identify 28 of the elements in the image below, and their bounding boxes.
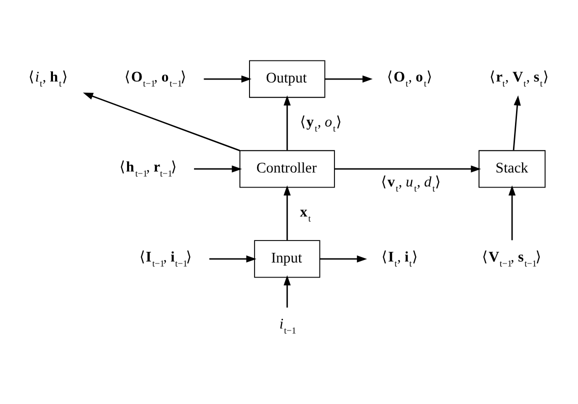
node-box: Stack: [478, 150, 546, 188]
node-box: Output: [249, 60, 326, 98]
arrow: [284, 184, 291, 240]
edge-label: ⟨v$_{t}$, u$_{t}$, d$_{t}$⟩: [381, 174, 442, 193]
arrow: [284, 94, 291, 150]
arrow: [324, 75, 373, 82]
node-text: ⟨V$_{t−1}$, s$_{t−1}$⟩: [482, 249, 542, 268]
node-text: ⟨i$_{t}$, h$_{t}$⟩: [28, 69, 68, 88]
arrow: [334, 164, 481, 172]
arrow: [194, 164, 242, 172]
node-text: ⟨h$_{t−1}$, r$_{t−1}$⟩: [120, 159, 178, 178]
arrow: [508, 184, 516, 240]
arrow: [284, 274, 291, 308]
node-text: ⟨O$_{t−1}$, o$_{t−1}$⟩: [124, 69, 187, 88]
node-text: ⟨I$_{t−1}$, i$_{t−1}$⟩: [139, 249, 192, 268]
arrow: [82, 92, 240, 151]
node-text: ⟨I$_{t}$, i$_{t}$⟩: [382, 249, 418, 268]
arrow: [204, 75, 252, 82]
node-box: Input: [254, 240, 320, 278]
node-text: i$_{t−1}$: [279, 316, 296, 336]
arrow: [320, 254, 368, 262]
node-text: ⟨O$_{t}$, o$_{t}$⟩: [387, 69, 433, 88]
arrow: [512, 94, 521, 150]
node-box: Controller: [239, 150, 335, 188]
arrow: [209, 254, 256, 262]
edge-label: ⟨y$_{t}$, o$_{t}$⟩: [300, 114, 342, 134]
node-text: ⟨r$_{t}$, V$_{t}$, s$_{t}$⟩: [490, 69, 549, 88]
edge-label: x$_{t}$: [300, 204, 311, 224]
